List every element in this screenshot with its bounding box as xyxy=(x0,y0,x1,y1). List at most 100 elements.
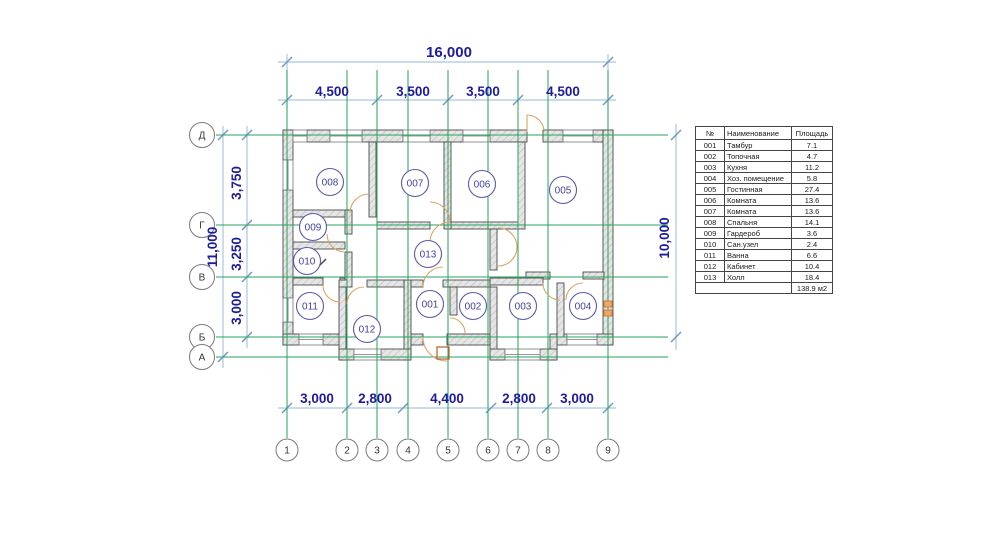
dimension-tick xyxy=(670,331,682,343)
wall-segment xyxy=(344,251,353,288)
wall-segment xyxy=(442,279,491,288)
grid-column-circle xyxy=(596,438,620,462)
room-number-label: 012 xyxy=(359,325,376,336)
dim-label-bottom: 4,400 xyxy=(430,391,464,406)
grid-column-label: 1 xyxy=(284,446,290,457)
room-bubble-circle xyxy=(292,246,322,276)
grid-column-label: 8 xyxy=(545,446,551,457)
room-number-label: 009 xyxy=(305,223,322,234)
wall-segment xyxy=(542,129,564,143)
grid-column-label: 2 xyxy=(344,446,350,457)
wall-segment xyxy=(489,348,506,361)
grid-row-label: Г xyxy=(199,221,205,232)
table-cell: 13.6 xyxy=(791,205,833,217)
grid-column-circle xyxy=(275,438,299,462)
room-bubble-circle xyxy=(458,291,488,321)
table-cell: Кабинет xyxy=(724,260,792,272)
windows xyxy=(282,129,598,361)
door-swing-arc xyxy=(322,284,341,303)
grid-row-label: В xyxy=(199,273,206,284)
room-bubble-circle xyxy=(298,212,328,242)
table-header-cell: Наименование xyxy=(724,126,792,140)
grid-column-circle xyxy=(335,438,359,462)
table-cell: 012 xyxy=(695,260,725,272)
grid-row-label: А xyxy=(199,353,206,364)
room-number-label: 010 xyxy=(299,257,316,268)
room-bubble-circle xyxy=(467,169,497,199)
door-swing-arc xyxy=(349,193,370,214)
room-bubble: 011 xyxy=(295,291,325,321)
dim-label-left: 3,250 xyxy=(229,237,244,271)
wall-segment xyxy=(410,279,424,288)
table-cell: 7.1 xyxy=(791,139,833,151)
wall-segment xyxy=(306,129,331,143)
room-bubble-circle xyxy=(400,168,430,198)
room-bubble-circle xyxy=(315,167,345,197)
dimension-tick xyxy=(670,129,682,141)
table-cell: 4.7 xyxy=(791,150,833,162)
grid-column-label: 4 xyxy=(405,446,411,457)
room-number-label: 013 xyxy=(420,250,437,261)
table-cell: Ванна xyxy=(724,249,792,261)
door-swing-arc xyxy=(449,317,466,334)
dim-right-total: 10,000 xyxy=(657,217,672,258)
table-header-cell: № xyxy=(695,126,725,140)
table-cell: 27.4 xyxy=(791,183,833,195)
table-cell: 6.6 xyxy=(791,249,833,261)
table-cell: 10.4 xyxy=(791,260,833,272)
room-bubble: 012 xyxy=(352,314,382,344)
room-bubble: 007 xyxy=(400,168,430,198)
grid-row-circle xyxy=(189,264,215,290)
grid-row-circle xyxy=(189,344,215,370)
room-bubble: 005 xyxy=(548,175,578,205)
grid-column-bubble: 2 xyxy=(335,438,359,462)
wall-segment xyxy=(338,279,348,288)
door-swings xyxy=(310,114,584,362)
grid-axes-lines xyxy=(216,70,668,438)
grid-column-circle xyxy=(436,438,460,462)
grid-column-label: 9 xyxy=(605,446,611,457)
table-cell: 004 xyxy=(695,172,725,184)
wall-segment xyxy=(596,333,614,346)
table-cell: Холл xyxy=(724,271,792,283)
wall-segment xyxy=(517,141,526,230)
grid-column-circle xyxy=(365,438,389,462)
table-cell: 005 xyxy=(695,183,725,195)
dim-left-total: 11,000 xyxy=(205,227,220,268)
grid-column-circle xyxy=(506,438,530,462)
table-cell: Комната xyxy=(724,205,792,217)
wall-segment xyxy=(344,209,353,235)
dimension-tick xyxy=(541,402,553,414)
room-number-label: 002 xyxy=(465,302,482,313)
grid-row-circle xyxy=(189,122,215,148)
wall-segment xyxy=(282,189,294,299)
table-cell: 2.4 xyxy=(791,238,833,250)
room-bubble: 008 xyxy=(315,167,345,197)
wall-vent xyxy=(603,309,613,317)
grid-column-circle xyxy=(536,438,560,462)
room-number-label: 007 xyxy=(407,179,424,190)
grid-row-bubble: Г xyxy=(189,212,215,238)
wall-segment xyxy=(429,129,464,143)
table-cell: 11.2 xyxy=(791,161,833,173)
table-cell: Сан.узел xyxy=(724,238,792,250)
grid-row-bubble: А xyxy=(189,344,215,370)
table-cell: 13.6 xyxy=(791,194,833,206)
grid-column-bubble: 1 xyxy=(275,438,299,462)
table-cell: Гостинная xyxy=(724,183,792,195)
grid-column-bubble: 5 xyxy=(436,438,460,462)
dim-label-top: 4,500 xyxy=(546,84,580,99)
